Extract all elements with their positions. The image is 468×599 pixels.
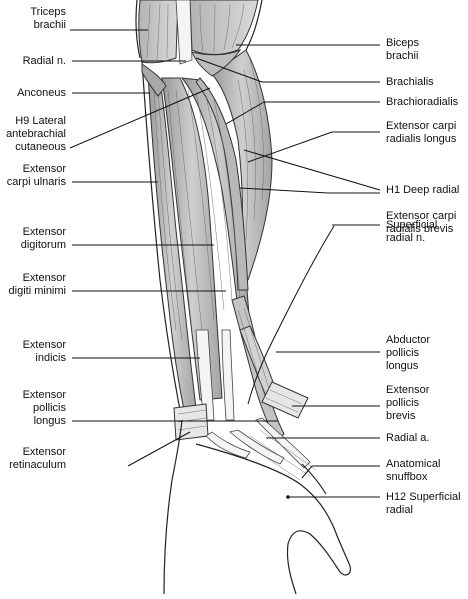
- label-line: carpi ulnaris: [6, 176, 66, 188]
- label-line: antebrachial: [6, 128, 66, 140]
- label-line: H1 Deep radial: [386, 184, 460, 196]
- label-line: Brachialis: [386, 76, 434, 88]
- label-line: snuffbox: [386, 471, 428, 483]
- biceps-muscle: [189, 0, 259, 55]
- anconeus-muscle: [141, 63, 167, 97]
- label-line: Brachioradialis: [386, 96, 459, 108]
- label-line: radialis longus: [386, 133, 457, 145]
- label-line: Radial a.: [386, 432, 430, 444]
- label-line: Abductor: [386, 334, 431, 346]
- leader-lines: [69, 29, 381, 499]
- label-line: Anatomical: [386, 458, 441, 470]
- superficial-radial-nerve-path: [247, 225, 335, 405]
- label-line: cutaneous: [15, 141, 66, 153]
- extensor-retinaculum-bands: [173, 381, 309, 441]
- label-line: longus: [33, 415, 66, 427]
- brachioradialis-muscle: [211, 49, 273, 283]
- label-brachioradialis: Brachioradialis: [386, 96, 458, 109]
- label-line: brevis: [386, 410, 416, 422]
- label-line: radial: [386, 504, 413, 516]
- label-line: pollicis: [386, 397, 420, 409]
- label-line: brachii: [386, 50, 419, 62]
- upper-arm: [135, 0, 263, 65]
- label-line: Extensor: [22, 226, 66, 238]
- label-line: digiti minimi: [8, 285, 66, 297]
- label-radial-artery: Radial a.: [386, 432, 429, 445]
- label-anconeus: Anconeus: [0, 87, 66, 100]
- label-line: pollicis: [386, 347, 420, 359]
- label-line: longus: [386, 360, 419, 372]
- label-line: indicis: [35, 352, 66, 364]
- label-h1-deep-radial: H1 Deep radial: [386, 184, 459, 197]
- label-line: Extensor: [22, 339, 66, 351]
- hand: [163, 419, 351, 595]
- label-line: radialis brevis: [386, 223, 454, 235]
- wrist-tendons: [205, 417, 317, 481]
- label-brachialis: Brachialis: [386, 76, 434, 89]
- label-line: retinaculum: [9, 459, 66, 471]
- label-line: brachii: [33, 19, 66, 31]
- label-line: Extensor: [22, 446, 66, 458]
- forearm-extensors: [141, 61, 251, 421]
- label-line: Triceps: [30, 6, 66, 18]
- label-line: Anconeus: [17, 87, 66, 99]
- label-line: Extensor: [386, 384, 430, 396]
- label-line: Biceps: [386, 37, 420, 49]
- ecrl-muscle: [195, 77, 249, 291]
- brachialis-muscle: [191, 48, 242, 77]
- label-line: Extensor: [22, 272, 66, 284]
- label-line: Extensor: [22, 163, 66, 175]
- label-radial-nerve: Radial n.: [0, 55, 66, 68]
- label-line: pollicis: [32, 402, 66, 414]
- label-line: digitorum: [20, 239, 66, 251]
- label-line: H12 Superficial: [386, 491, 461, 503]
- label-line: Extensor: [22, 389, 66, 401]
- thumb-muscles: [231, 295, 285, 441]
- label-line: Superficial: [386, 219, 438, 231]
- label-line: Extensor carpi: [386, 120, 457, 132]
- lateral-muscles: [191, 48, 273, 283]
- label-line: H9 Lateral: [15, 115, 66, 127]
- label-line: Radial n.: [22, 55, 66, 67]
- label-line: Extensor carpi: [386, 210, 457, 222]
- label-line: radial n.: [386, 232, 426, 244]
